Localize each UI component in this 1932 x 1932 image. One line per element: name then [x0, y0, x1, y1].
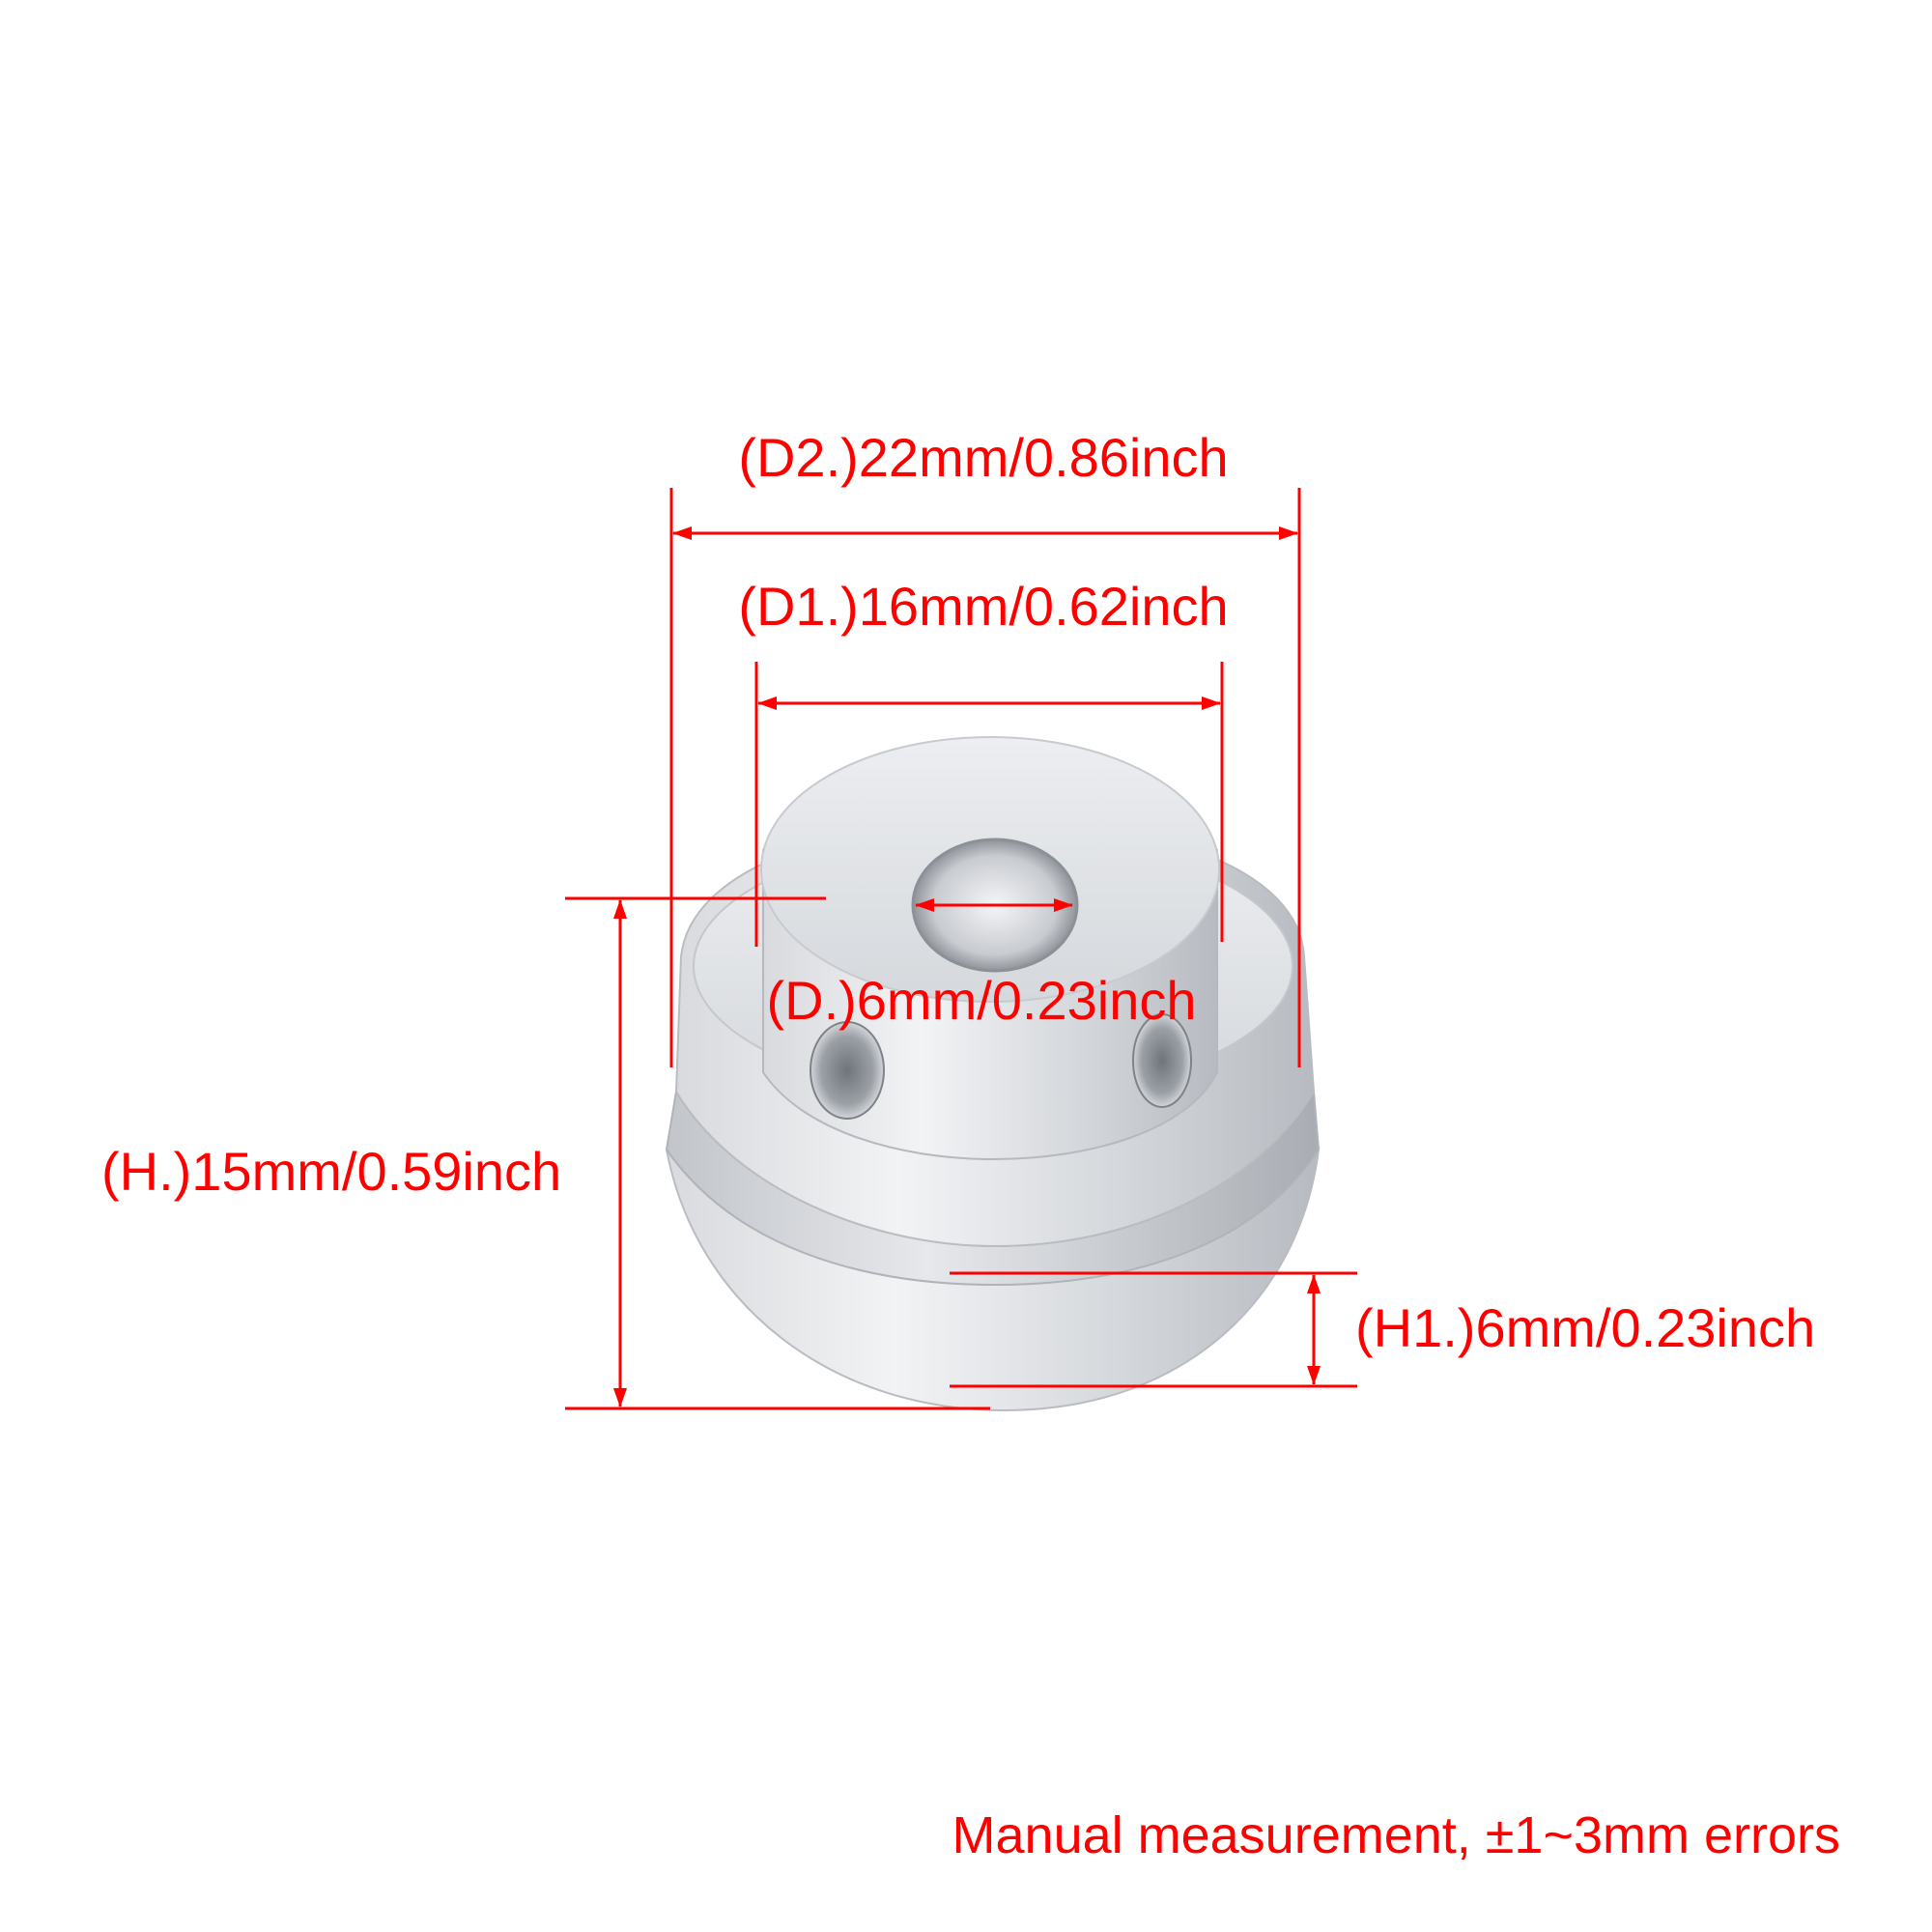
set-screw-hole-right: [1132, 1013, 1192, 1108]
h1-label: (H1.)6mm/0.23inch: [1355, 1297, 1815, 1358]
d2-label: (D2.)22mm/0.86inch: [738, 427, 1228, 488]
measurement-note: Manual measurement, ±1~3mm errors: [952, 1806, 1840, 1864]
h-label: (H.)15mm/0.59inch: [101, 1141, 561, 1202]
dimension-lines: [565, 488, 1357, 1410]
set-screw-hole-left: [810, 1021, 885, 1120]
d-label: (D.)6mm/0.23inch: [766, 970, 1196, 1031]
d1-label: (D1.)16mm/0.62inch: [738, 576, 1228, 637]
pulley-image: [665, 736, 1321, 1412]
